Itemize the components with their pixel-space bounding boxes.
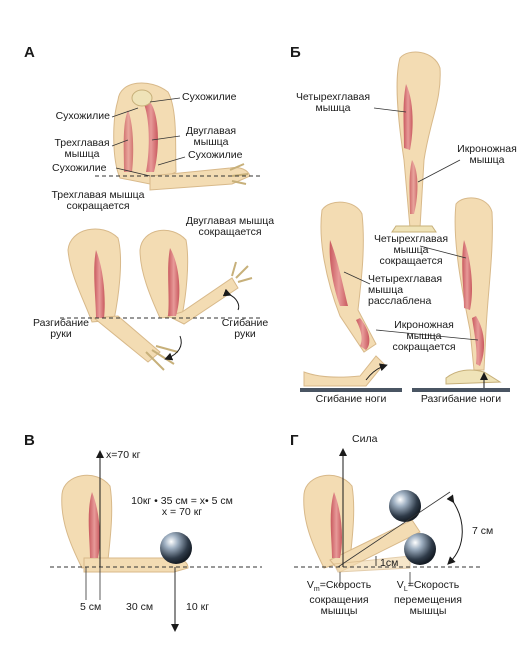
label-biceps: Двуглавая мышца bbox=[182, 126, 240, 148]
floor-bar-extension bbox=[412, 388, 510, 392]
panel-label-g: Г bbox=[290, 432, 299, 449]
label-quad-contracts-l3: сокращается bbox=[379, 255, 443, 267]
label-triceps: Трехглавая мышца bbox=[52, 138, 112, 160]
label-arm-extension-l2: руки bbox=[50, 328, 72, 340]
label-quadriceps-l1: Четырехглавая bbox=[295, 91, 371, 103]
label-tendon-mid-right: Сухожилие bbox=[188, 149, 243, 161]
label-vm-text: =Скорость bbox=[319, 579, 372, 591]
label-vl-sub: L bbox=[403, 586, 408, 594]
label-leg-extension: Разгибание ноги bbox=[420, 393, 502, 405]
label-gastro-contracts-l1: Икроножная bbox=[394, 319, 454, 331]
label-biceps-contracts-l2: сокращается bbox=[198, 226, 262, 238]
label-dist-30: 30 см bbox=[126, 601, 154, 613]
label-quad-relaxed-l3: расслаблена bbox=[368, 295, 432, 307]
label-dist-1: 1см bbox=[380, 557, 399, 569]
label-arm-flexion-l2: руки bbox=[234, 328, 256, 340]
label-vl: VL=Скорость перемещения мышцы bbox=[388, 579, 468, 618]
label-biceps-contracts: Двуглавая мышца сокращается bbox=[174, 216, 286, 238]
label-triceps-l1: Трехглавая bbox=[54, 137, 110, 149]
label-triceps-contracts: Трехглавая мышца сокращается bbox=[38, 190, 158, 212]
label-dist-5: 5 см bbox=[80, 601, 102, 613]
label-quad-relaxed-l2: мышца bbox=[368, 284, 404, 296]
leg-b-extension bbox=[445, 197, 502, 390]
label-gastro-contracts-l3: сокращается bbox=[392, 341, 456, 353]
label-dist-7: 7 см bbox=[472, 525, 494, 537]
floor-bar-flexion bbox=[300, 388, 402, 392]
label-tendon-bottom-left: Сухожилие bbox=[52, 162, 107, 174]
arm-v bbox=[50, 450, 262, 632]
label-arm-flexion: Сгибание руки bbox=[214, 318, 276, 340]
label-arm-flexion-l1: Сгибание bbox=[221, 317, 269, 329]
panel-label-v: В bbox=[24, 432, 35, 449]
label-quad-contracts: Четырехглавая мышца сокращается bbox=[368, 234, 454, 267]
leader-lines-b bbox=[343, 107, 479, 341]
label-vm-l3: мышцы bbox=[320, 605, 358, 618]
label-vl-text: =Скорость bbox=[407, 579, 460, 591]
label-vl-l1: VL=Скорость bbox=[396, 579, 460, 594]
label-equation: 10кг • 35 см = x• 5 см x = 70 кг bbox=[112, 496, 252, 518]
label-triceps-contracts-l1: Трехглавая мышца bbox=[51, 189, 145, 201]
weight-ball-raised bbox=[389, 490, 421, 522]
arm-a-top bbox=[95, 82, 262, 191]
label-vm-sub: m bbox=[313, 586, 320, 594]
arm-a-extension bbox=[67, 228, 182, 371]
label-tendon-top-left: Сухожилие bbox=[55, 110, 110, 122]
label-gastrocnemius-l2: мышца bbox=[469, 154, 505, 166]
label-leg-flexion: Сгибание ноги bbox=[315, 393, 387, 405]
label-gastro-contracts: Икроножная мышца сокращается bbox=[384, 320, 464, 353]
label-gastrocnemius: Икроножная мышца bbox=[452, 144, 522, 166]
label-quadriceps-l2: мышца bbox=[315, 102, 351, 114]
panel-label-b: Б bbox=[290, 44, 301, 61]
label-quad-contracts-l2: мышца bbox=[393, 244, 429, 256]
label-triceps-l2: мышца bbox=[64, 148, 100, 160]
arm-a-flexion bbox=[60, 229, 262, 325]
label-weight: 10 кг bbox=[186, 601, 210, 613]
label-quad-relaxed: Четырехглавая мышца расслаблена bbox=[368, 274, 442, 307]
label-vm: Vm=Скорость сокращения мышцы bbox=[302, 579, 376, 618]
label-vl-l3: мышцы bbox=[409, 605, 447, 618]
label-biceps-l1: Двуглавая bbox=[185, 125, 237, 137]
label-gastro-contracts-l2: мышца bbox=[406, 330, 442, 342]
label-vl-l2: перемещения bbox=[394, 594, 462, 607]
arm-g bbox=[294, 448, 480, 586]
label-vm-l2: сокращения bbox=[309, 594, 369, 607]
label-biceps-contracts-l1: Двуглавая мышца bbox=[185, 215, 275, 227]
label-force: Сила bbox=[352, 433, 378, 445]
label-force-top: x=70 кг bbox=[106, 449, 141, 461]
label-arm-extension: Разгибание руки bbox=[26, 318, 96, 340]
leg-b-top bbox=[391, 51, 441, 233]
leader-lines-a bbox=[111, 97, 186, 177]
label-equation-l2: x = 70 кг bbox=[161, 506, 203, 518]
leg-b-flexion bbox=[303, 201, 388, 387]
weight-ball-low bbox=[404, 533, 436, 565]
label-quadriceps: Четырехглавая мышца bbox=[290, 92, 376, 114]
label-quad-relaxed-l1: Четырехглавая bbox=[368, 273, 443, 285]
label-quad-contracts-l1: Четырехглавая bbox=[373, 233, 449, 245]
label-vm-l1: Vm=Скорость bbox=[306, 579, 372, 594]
label-gastrocnemius-l1: Икроножная bbox=[457, 143, 517, 155]
label-triceps-contracts-l2: сокращается bbox=[66, 200, 130, 212]
label-tendon-top-right: Сухожилие bbox=[182, 91, 237, 103]
label-arm-extension-l1: Разгибание bbox=[32, 317, 89, 329]
panel-label-a: А bbox=[24, 44, 35, 61]
label-biceps-l2: мышца bbox=[193, 136, 229, 148]
weight-ball-v bbox=[160, 532, 192, 564]
label-equation-l1: 10кг • 35 см = x• 5 см bbox=[131, 495, 233, 507]
